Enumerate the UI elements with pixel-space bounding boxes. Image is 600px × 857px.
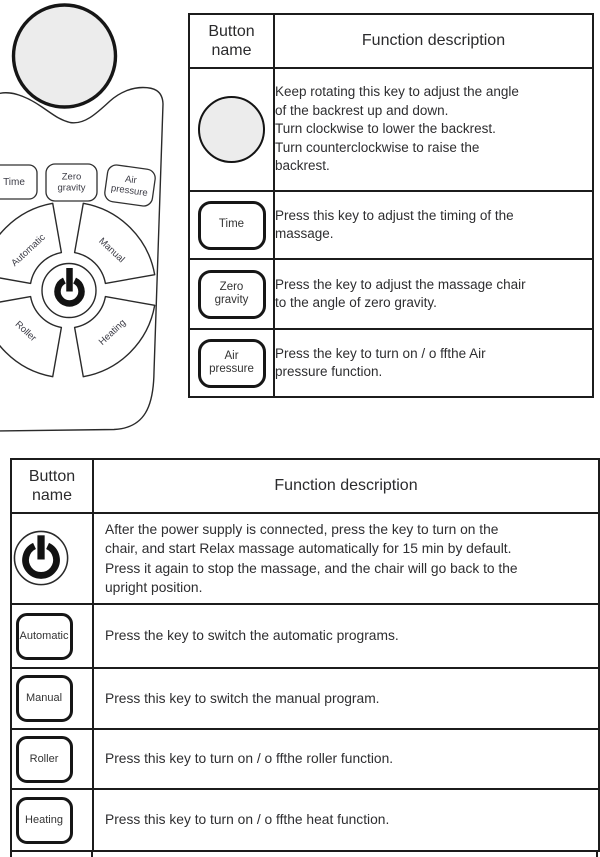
function-description: Press the key to adjust the massage chai… [273,258,594,330]
power-icon [54,268,85,307]
automatic-button [0,202,63,285]
function-description: Press this key to turn on / o ffthe heat… [92,788,600,852]
time-button-chip: Time [197,200,266,250]
time-button-label: Time [3,176,25,188]
table-border-stub [596,850,598,857]
table-row: Zero gravity Press the key to adjust the… [188,258,594,330]
time-button [0,164,38,200]
heating-button [73,295,156,378]
manual-button [73,202,156,285]
table-header-row: Button name Function description [10,458,600,514]
table-header-row: Button name Function description [188,13,594,69]
table-border-stub [91,850,93,857]
function-description: Press this key to switch the manual prog… [92,667,600,730]
header-button-name: Button name [188,13,275,69]
table-row: Heating Press this key to turn on / o ff… [10,788,600,852]
rotary-knob [11,3,118,109]
air-pressure-button [104,164,156,207]
function-description: Press this key to turn on / o ffthe roll… [92,728,600,790]
table-row: After the power supply is connected, pre… [10,512,600,605]
air-pressure-button-chip: Air pressure [197,338,266,388]
header-function-description: Function description [92,458,600,514]
table-row: Keep rotating this key to adjust the ang… [188,67,594,192]
zero-gravity-button-label: Zero gravity [57,171,86,193]
table-row: Roller Press this key to turn on / o fft… [10,728,600,790]
function-description: After the power supply is connected, pre… [92,512,600,605]
function-description: Keep rotating this key to adjust the ang… [273,67,594,192]
zero-gravity-button [45,163,98,202]
function-description: Press the key to turn on / o ffthe Air p… [273,328,594,398]
lower-function-table: Button name Function description After t… [10,458,600,852]
table-row: Manual Press this key to switch the manu… [10,667,600,730]
table-border-stub [10,850,12,857]
table-row: Air pressure Press the key to turn on / … [188,328,594,398]
rotary-knob-icon [198,96,265,163]
table-row: Automatic Press the key to switch the au… [10,603,600,669]
automatic-button-chip: Automatic [15,612,73,660]
table-row: Time Press this key to adjust the timing… [188,190,594,260]
header-button-name: Button name [10,458,94,514]
function-description: Press this key to adjust the timing of t… [273,190,594,260]
zero-gravity-button-chip: Zero gravity [197,269,266,319]
remote-control-illustration [0,3,164,432]
power-icon [13,530,69,585]
roller-button-chip: Roller [15,735,73,783]
roller-button [0,295,63,378]
upper-function-table: Button name Function description Keep ro… [188,13,594,398]
function-description: Press the key to switch the automatic pr… [92,603,600,669]
manual-button-chip: Manual [15,675,73,722]
heating-button-chip: Heating [15,796,73,844]
header-function-description: Function description [273,13,594,69]
